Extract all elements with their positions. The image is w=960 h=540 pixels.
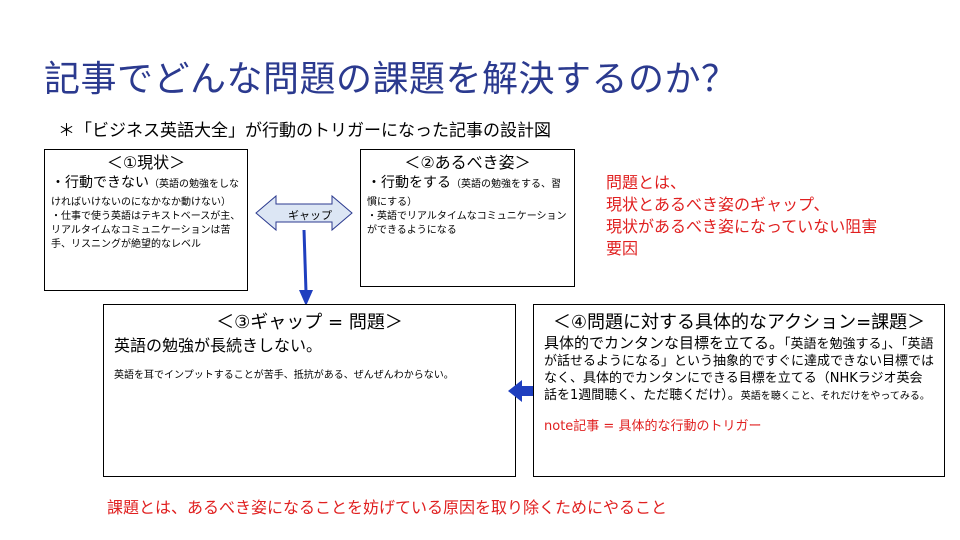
problem-detail: 英語を耳でインプットすることが苦手、抵抗がある、ぜんぜんわからない。 (114, 370, 454, 381)
action-body-small: 英語を聴くこと、それだけをやってみる。 (740, 391, 930, 402)
page-title: 記事でどんな問題の課題を解決するのか？ (44, 59, 738, 100)
gap-double-arrow-icon (255, 194, 353, 232)
definition-line: 現状とあるべき姿のギャップ、 (606, 195, 830, 214)
gap-arrows (255, 194, 353, 306)
problem-heading: ＜③ギャップ = 問題＞ (216, 312, 403, 333)
ideal-state-heading: ＜②あるべき姿＞ (404, 153, 531, 172)
current-state-main-note: （英語の勉強をしなければいけないのになかなか動けない） (51, 179, 239, 208)
gap-down-arrow-head-icon (299, 290, 313, 306)
ideal-state-box: ＜②あるべき姿＞ ・行動をする（英語の勉強をする、習慣にする） ・英語でリアルタ… (360, 149, 575, 287)
current-state-heading: ＜①現状＞ (106, 153, 186, 172)
action-heading: ＜④問題に対する具体的なアクション=課題＞ (552, 312, 926, 333)
current-state-main: ・行動できない (51, 175, 149, 191)
action-note: note記事 = 具体的な行動のトリガー (544, 419, 762, 434)
action-box: ＜④問題に対する具体的なアクション=課題＞ 具体的でカンタンな目標を立てる。「英… (533, 304, 945, 477)
problem-box: ＜③ギャップ = 問題＞ 英語の勉強が長続きしない。 英語を耳でインプットするこ… (103, 304, 516, 477)
ideal-state-main: ・行動をする (367, 175, 451, 191)
left-arrow-icon (508, 380, 534, 402)
page-subtitle: ＊「ビジネス英語大全」が行動のトリガーになった記事の設計図 (58, 121, 551, 141)
problem-main: 英語の勉強が長続きしない。 (114, 336, 323, 355)
problem-definition: 問題とは、 現状とあるべき姿のギャップ、 現状があるべき姿になっていない阻害 要… (606, 172, 877, 260)
gap-down-arrow-line (302, 229, 308, 293)
gap-arrow-label: ギャップ (288, 209, 332, 222)
task-definition: 課題とは、あるべき姿になることを妨げている原因を取り除くためにやること (107, 498, 668, 517)
action-body: 「英語を勉強する」、「英語が話せるようになる」という抽象的ですぐに達成できない目… (544, 337, 935, 403)
definition-line: 問題とは、 (606, 173, 687, 192)
ideal-state-detail: ・英語でリアルタイムなコミュニケーションができるようになる (367, 211, 567, 236)
ideal-state-main-note: （英語の勉強をする、習慣にする） (367, 179, 561, 208)
current-state-box: ＜①現状＞ ・行動できない（英語の勉強をしなければいけないのになかなか動けない）… (44, 149, 248, 291)
definition-line: 要因 (606, 239, 639, 258)
action-lead: 具体的でカンタンな目標を立てる。 (544, 334, 785, 352)
current-state-detail: ・仕事で使う英語はテキストベースが主、リアルタイムなコミュニケーションは苦手、リ… (51, 211, 241, 250)
definition-line: 現状があるべき姿になっていない阻害 (606, 217, 878, 236)
